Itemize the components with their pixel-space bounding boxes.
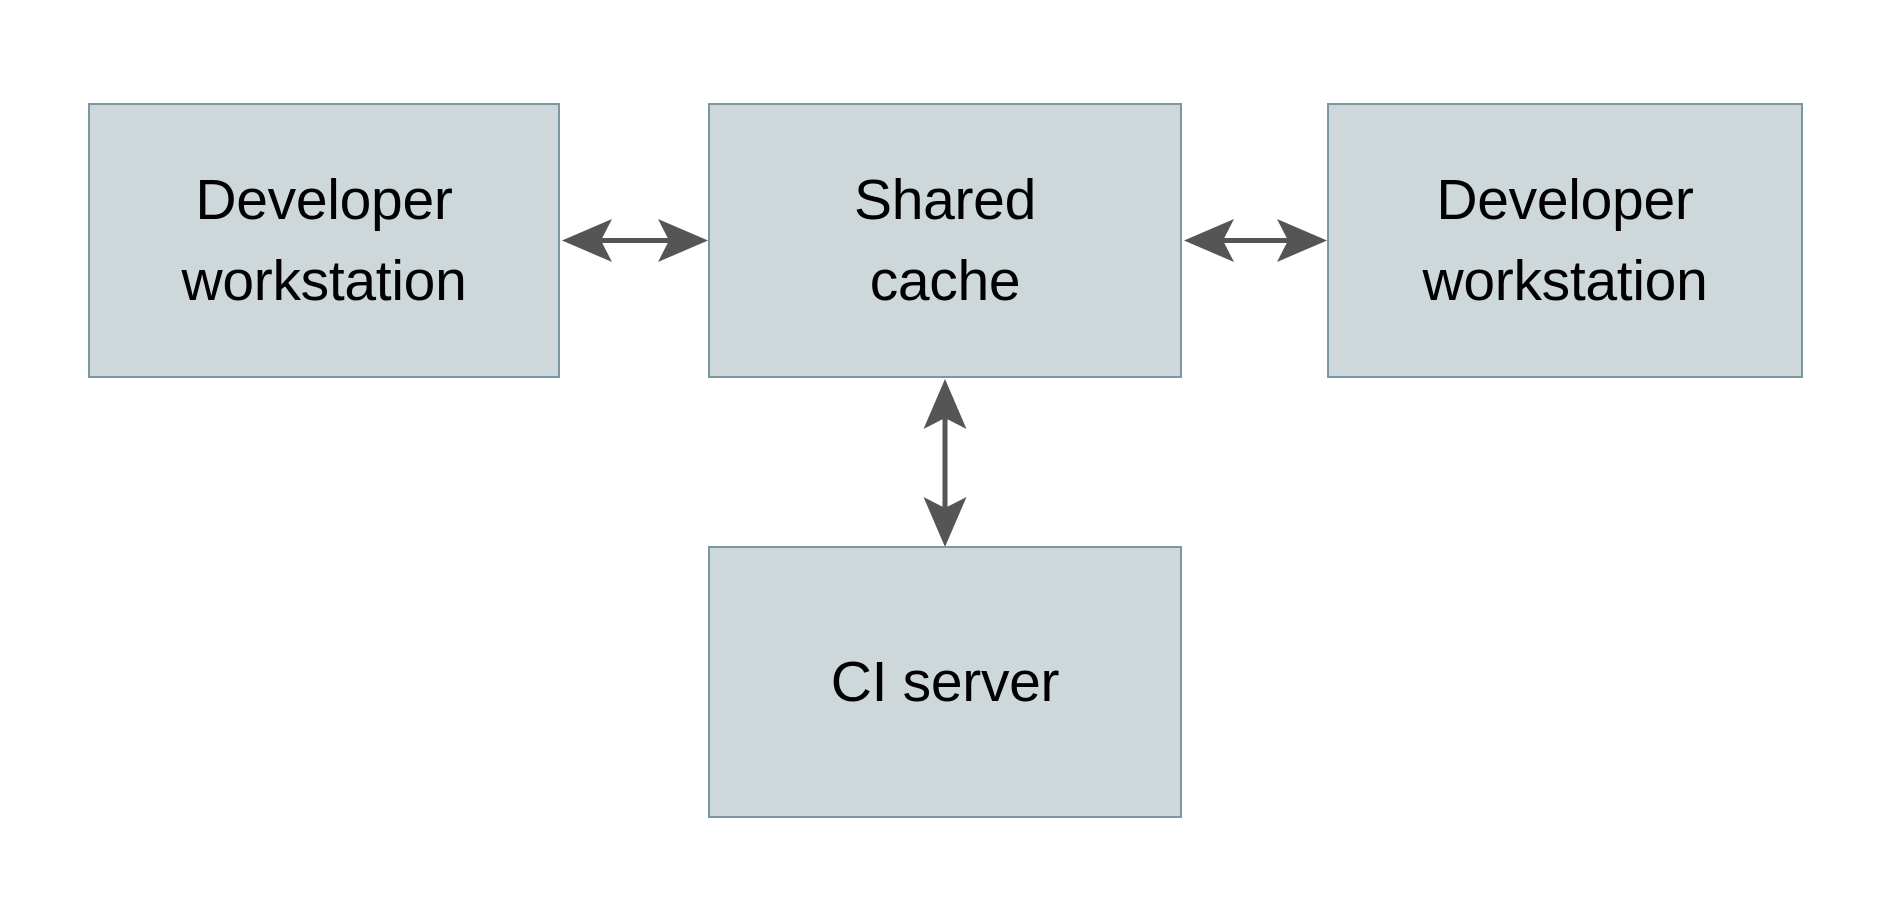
node-ci-server[interactable]: CI server bbox=[708, 546, 1182, 818]
edge-cache-dev-right[interactable] bbox=[1182, 218, 1329, 263]
node-developer-workstation-left[interactable]: Developer workstation bbox=[88, 103, 560, 378]
node-label: Developer workstation bbox=[181, 167, 467, 313]
node-shared-cache[interactable]: Shared cache bbox=[708, 103, 1182, 378]
node-label: Shared cache bbox=[853, 167, 1036, 313]
node-developer-workstation-right[interactable]: Developer workstation bbox=[1327, 103, 1803, 378]
edge-dev-left-cache[interactable] bbox=[560, 218, 710, 263]
edge-cache-ci-server[interactable] bbox=[922, 378, 968, 548]
node-label: Developer workstation bbox=[1422, 167, 1708, 313]
node-label: CI server bbox=[830, 649, 1060, 714]
